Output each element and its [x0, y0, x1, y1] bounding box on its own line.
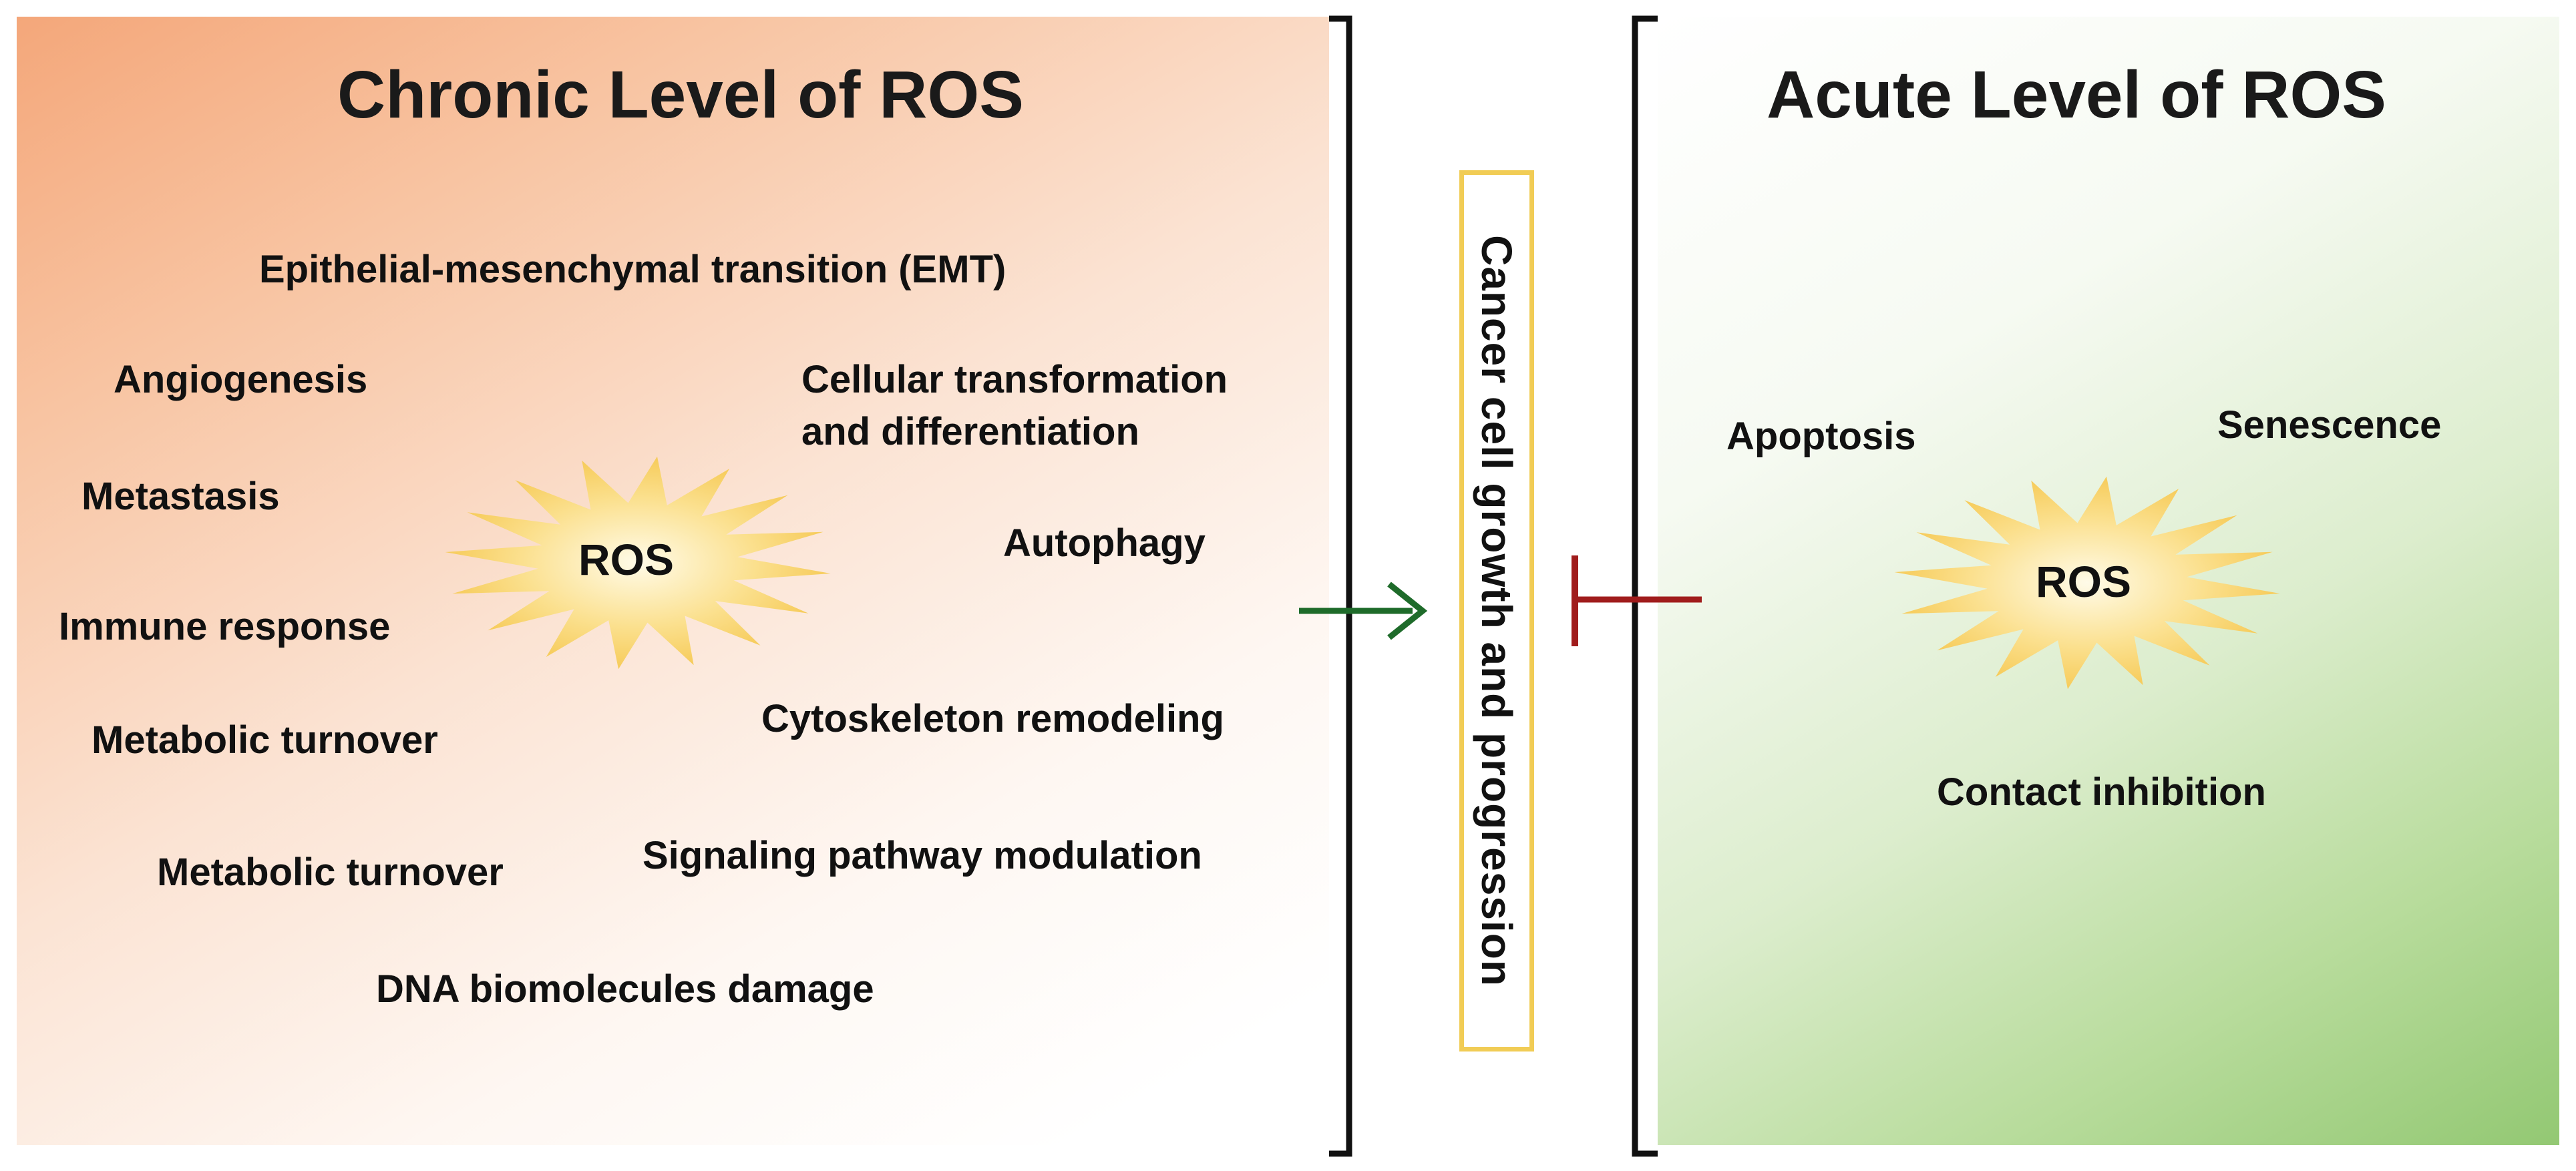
ros-label-acute: ROS	[2036, 557, 2132, 606]
acute-bracket	[1632, 15, 1658, 1157]
item-apoptosis: Apoptosis	[1726, 415, 1916, 458]
item-metabolic-turnover-1: Metabolic turnover	[91, 718, 438, 762]
ros-burst-icon-acute	[1894, 476, 2280, 690]
ros-burst-icon-chronic	[445, 456, 831, 670]
inhibition-bar	[1572, 555, 1702, 646]
item-angiogenesis: Angiogenesis	[114, 358, 368, 401]
promote-arrow	[1299, 581, 1428, 640]
chronic-bracket	[1329, 15, 1352, 1157]
item-metabolic-turnover-2: Metabolic turnover	[157, 851, 504, 894]
item-immune-response: Immune response	[59, 605, 391, 648]
item-cellular-transformation: Cellular transformation	[801, 358, 1228, 401]
item-autophagy: Autophagy	[1003, 521, 1206, 565]
cancer-growth-label: Cancer cell growth and progression	[1473, 235, 1521, 987]
item-emt: Epithelial-mesenchymal transition (EMT)	[259, 248, 1006, 291]
acute-ros-title: Acute Level of ROS	[1767, 57, 2386, 132]
item-metastasis: Metastasis	[81, 475, 280, 518]
chronic-ros-title: Chronic Level of ROS	[337, 57, 1024, 132]
item-senescence: Senescence	[2217, 403, 2442, 447]
item-dna-damage: DNA biomolecules damage	[376, 967, 874, 1011]
item-contact-inhibition: Contact inhibition	[1937, 770, 2266, 814]
item-cytoskeleton-remodeling: Cytoskeleton remodeling	[761, 697, 1224, 740]
ros-label-chronic: ROS	[578, 535, 675, 584]
cancer-growth-box	[1459, 170, 1534, 1051]
item-signaling-pathway: Signaling pathway modulation	[642, 834, 1202, 877]
item-differentiation: and differentiation	[801, 410, 1139, 453]
